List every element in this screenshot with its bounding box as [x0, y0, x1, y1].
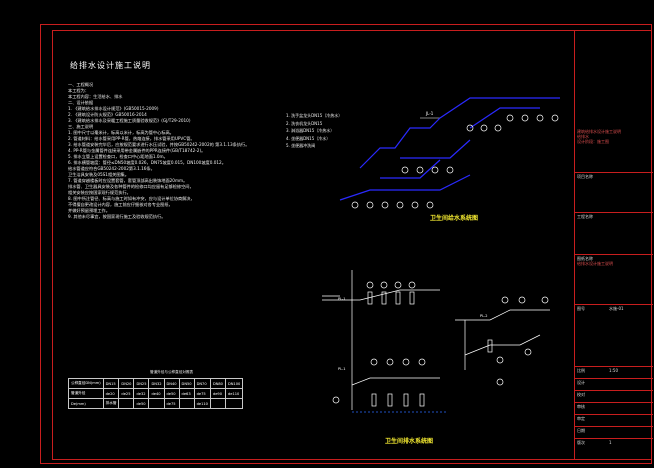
- supply-system-diagram: JL-1: [339, 97, 560, 209]
- note-line: 2. 《建筑设计防火规范》GB50016-2014: [68, 112, 147, 117]
- table-cell: de110: [193, 398, 211, 409]
- drainage-diagram-title: 卫生间排水系统图: [385, 437, 433, 445]
- tb-row-scale: 比例 1:50: [575, 366, 653, 378]
- legend-item: 2. 洗衣机龙头DN15: [286, 120, 323, 126]
- legend-item: 3. 淋浴器DN15（冷热水）: [286, 128, 335, 133]
- drain-label-3: PL-2: [480, 314, 488, 318]
- drain-label-1: PL-1: [338, 297, 346, 301]
- tb-row-reviewer: 审核: [575, 402, 653, 414]
- designer-label: 设计: [577, 380, 585, 385]
- note-line: 6. 排水横管坡度：管径≤DN50坡度0.026，DN75坡度0.015，DN1…: [68, 160, 226, 165]
- engineering-name-label: 工程名称: [577, 214, 593, 219]
- scale-value: 1:50: [609, 368, 618, 373]
- note-line: 4. PP-R管与金属管件连接采用带金属嵌件的PPR连接件(GB/T18742-…: [68, 148, 206, 153]
- scale-label: 比例: [577, 368, 585, 373]
- note-line: 卫生洁具安装及05S1相关图集。: [68, 172, 129, 177]
- note-line: 9. 其他未尽事宜，按国家现行施工及验收规范执行。: [68, 214, 166, 219]
- note-line: 二、设计依据: [68, 100, 94, 105]
- note-line: 本工程内容：生活给水、排水: [68, 94, 123, 99]
- table-cell: De(mm): [68, 398, 104, 409]
- revision-value: 1: [609, 440, 612, 445]
- supply-fixtures: [351, 114, 559, 209]
- note-line: 三、施工说明: [68, 124, 94, 129]
- note-line: 本工程为：: [68, 88, 89, 93]
- note-line: 3. 给水管道安装完毕后，应按规范要求进行水压试验，并按GB50242-2002…: [68, 142, 250, 147]
- supply-diagram-title: 卫生间给水系统图: [430, 214, 478, 222]
- checker-label: 校对: [577, 392, 585, 397]
- title-block-drawing-name: 图纸名称 给排水设计施工说明: [575, 254, 653, 304]
- drainage-system-diagram-left: [322, 270, 448, 413]
- drainage-fixtures-bottom: [332, 358, 426, 407]
- drawing-number-label: 图号: [577, 306, 585, 311]
- tb-row-approver: 审定: [575, 414, 653, 426]
- note-line: 排水管、卫生器具安装及各种管件的检修口均应留有足够检修空间，: [68, 184, 194, 189]
- note-line: 7. 管道穿越楼板时应设置套管，套管顶部高出装饰地面20mm。: [68, 178, 188, 183]
- project-name-label: 项目名称: [577, 174, 593, 179]
- note-line: 给水管道应符合GB50242-2002第3.1.16条。: [68, 166, 155, 171]
- title-block-drawing-number: 图号 水施-01: [575, 304, 653, 336]
- title-block: 建筑给排水设计施工说明 给排水 设计阶段：施工图 项目名称 工程名称 图纸名称 …: [574, 30, 653, 460]
- title-block-project: 项目名称: [575, 172, 653, 212]
- note-line: 8. 图中所注管径、标高与施工时如有冲突，应与设计单位协商解决，: [68, 196, 195, 201]
- reviewer-label: 审核: [577, 404, 585, 409]
- drawing-inner-frame: [52, 30, 652, 460]
- note-line: 3. 《建筑给水排水及采暖工程施工质量验收规范》(GJ/T29-2010): [68, 118, 191, 123]
- drainage-fixtures-top: [366, 281, 416, 305]
- pipe-table-caption: 管道外径与公称直径对照表: [150, 370, 194, 374]
- legend-item: 4. 坐便器DN15（冷水）: [286, 135, 331, 141]
- tb-row-checker: 校对: [575, 390, 653, 402]
- drawing-number-value: 水施-01: [609, 306, 624, 311]
- fixture-legend: 1. 洗手盆龙头DN15（冷热水） 2. 洗衣机龙头DN15 3. 淋浴器DN1…: [286, 112, 342, 150]
- approver-label: 审定: [577, 416, 585, 421]
- title-block-line-1: 建筑给排水设计施工说明: [577, 129, 621, 134]
- note-line: 5. 排水立管上设置检查口，检查口中心距地面1.0m。: [68, 154, 168, 159]
- note-line: 1. 图中尺寸以毫米计，标高以米计，标高为管中心标高。: [68, 130, 174, 135]
- tb-row-designer: 设计: [575, 378, 653, 390]
- table-cell: [224, 398, 244, 409]
- note-line: 不得擅自更改设计内容，施工前应仔细核对各专业图纸，: [68, 202, 173, 207]
- note-line: 一、工程概况: [68, 82, 94, 87]
- drain-label-2: PL-1: [338, 367, 346, 371]
- title-block-line-3: 设计阶段：施工图: [577, 139, 609, 144]
- legend-item: 5. 坐便器冲洗阀: [286, 143, 316, 148]
- supply-riser-label: JL-1: [425, 111, 434, 116]
- title-block-header: 建筑给排水设计施工说明 给排水 设计阶段：施工图: [575, 128, 653, 172]
- title-block-engineering: 工程名称: [575, 212, 653, 254]
- drawing-name-value: 给排水设计施工说明: [577, 261, 613, 266]
- legend-item: 1. 洗手盆龙头DN15（冷热水）: [286, 113, 343, 118]
- note-line: 相关安装应按国家现行规范执行。: [68, 190, 131, 195]
- tb-row-revision: 版次 1: [575, 438, 653, 450]
- tb-row-date: 日期: [575, 426, 653, 438]
- revision-label: 版次: [577, 440, 585, 445]
- note-line: 并做好预留预埋工作。: [68, 208, 110, 213]
- title-block-line-2: 给排水: [577, 134, 589, 139]
- drawing-name-label: 图纸名称: [577, 256, 593, 261]
- date-label: 日期: [577, 428, 585, 433]
- drainage-system-diagram-right: [455, 296, 550, 386]
- document-title: 给排水设计施工说明: [70, 61, 151, 70]
- note-line: 2. 管道材料：给水管采用PP-R管，热熔连接，排水管采用UPVC管。: [68, 136, 195, 141]
- note-line: 1. 《建筑给水排水设计规范》(GB50015-2009): [68, 106, 159, 111]
